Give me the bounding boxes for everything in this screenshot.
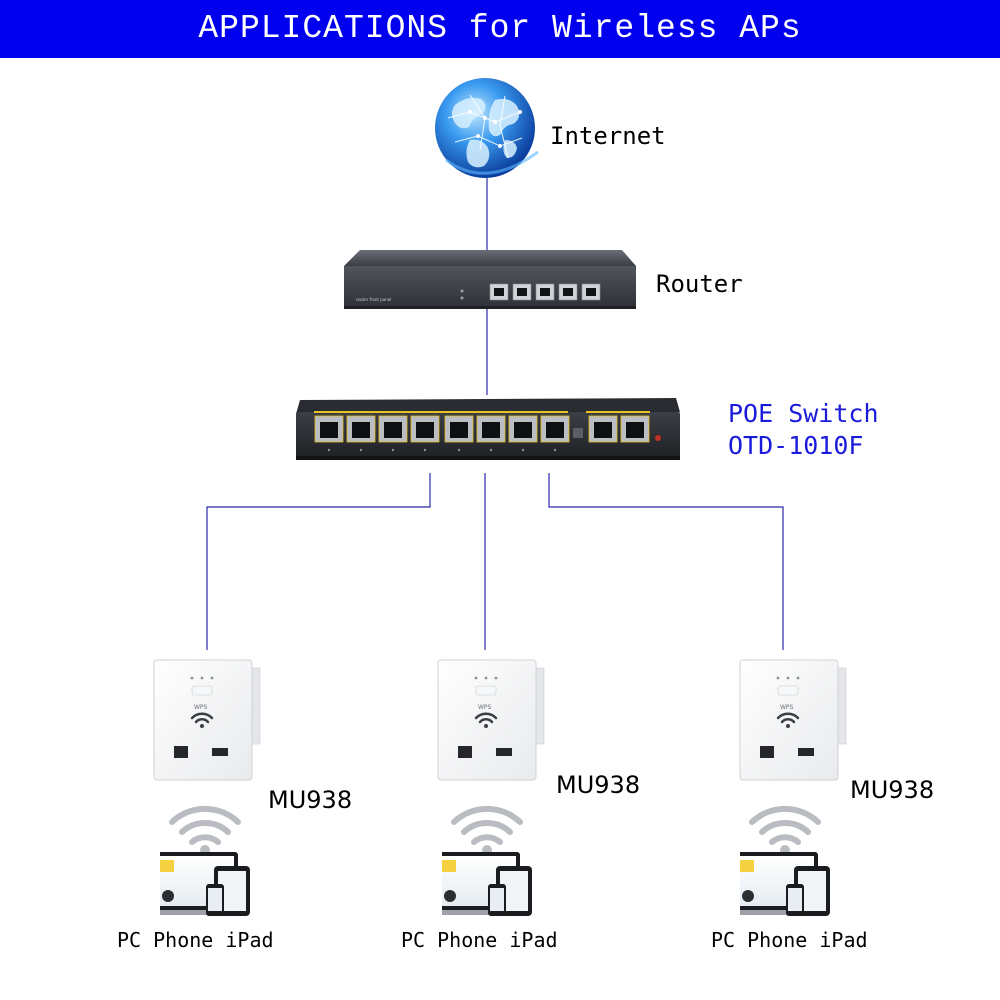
switch-reset-led (655, 435, 661, 441)
link-switch-ap1 (207, 473, 430, 650)
switch-label-line2: OTD-1010F (728, 430, 863, 462)
phone-icon (488, 884, 506, 916)
ap1-wps-label: WPS (194, 704, 207, 711)
lan-port (458, 746, 472, 758)
ap3-wps-label: WPS (780, 704, 793, 711)
wifi-signal-icon (752, 809, 818, 842)
ap3-devices-label: PC Phone iPad (711, 928, 868, 952)
ap2-wps-label: WPS (478, 704, 491, 711)
ap1-faceplate (154, 660, 252, 780)
phone-icon (786, 884, 804, 916)
ap2-model-label: MU938 (556, 771, 640, 799)
usb-port (212, 748, 228, 756)
globe-icon (435, 78, 538, 178)
ap1-model-label: MU938 (268, 786, 352, 814)
ap1-devices-label: PC Phone iPad (117, 928, 274, 952)
wps-button (778, 686, 798, 695)
wifi-signal-icon (454, 809, 520, 842)
wps-button (192, 686, 212, 695)
ap3-clients (740, 800, 850, 920)
ap2-clients (442, 800, 552, 920)
ap1-clients (160, 800, 270, 920)
router-label: Router (656, 270, 743, 298)
router-device: router front panel (344, 250, 636, 309)
wifi-signal-icon (172, 809, 238, 842)
usb-port (798, 748, 814, 756)
lan-port (760, 746, 774, 758)
phone-icon (206, 884, 224, 916)
switch-label-line1: POE Switch (728, 398, 879, 430)
ap2-faceplate (438, 660, 536, 780)
poe-switch-device (296, 398, 680, 460)
ap3-model-label: MU938 (850, 776, 934, 804)
lan-port (174, 746, 188, 758)
svg-text:router front panel: router front panel (356, 297, 391, 302)
internet-label: Internet (550, 122, 666, 150)
usb-port (496, 748, 512, 756)
switch-extend-button (573, 428, 583, 438)
link-switch-ap3 (549, 473, 783, 650)
wps-button (476, 686, 496, 695)
ap2-devices-label: PC Phone iPad (401, 928, 558, 952)
ap3-faceplate (740, 660, 838, 780)
